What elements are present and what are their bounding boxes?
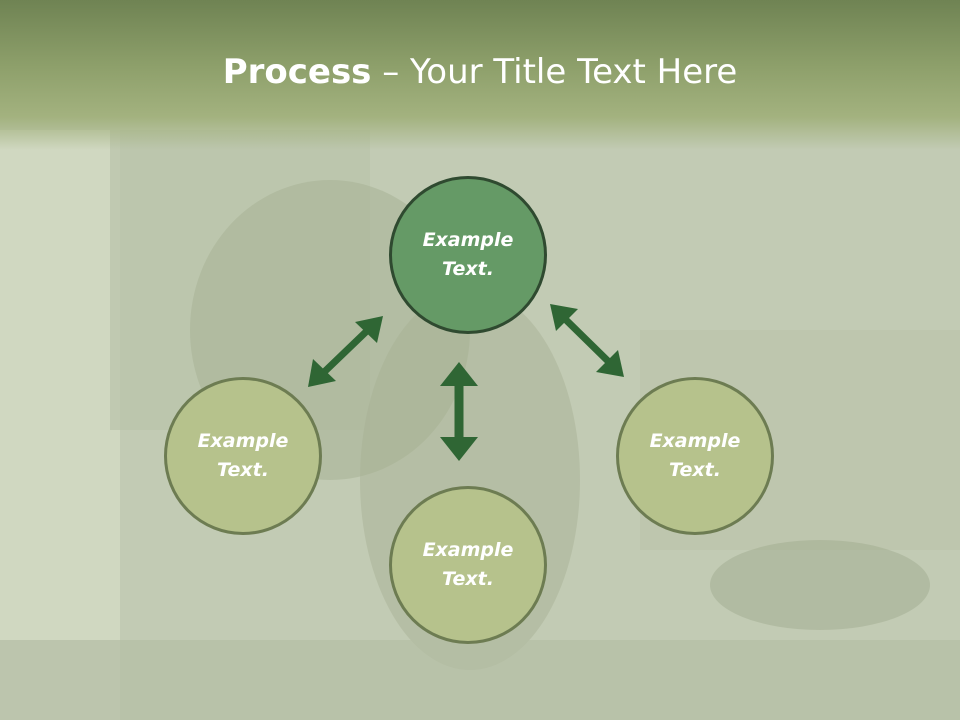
title-band — [0, 0, 960, 150]
node-bottom-line1: Example — [422, 539, 514, 561]
node-right-line2: Text. — [669, 459, 721, 481]
node-bottom-line2: Text. — [442, 568, 494, 590]
node-right: Example Text. — [616, 377, 774, 535]
node-top-line1: Example — [422, 229, 514, 251]
node-top: Example Text. — [389, 176, 547, 334]
slide-title: Process – Your Title Text Here — [0, 52, 960, 92]
node-left: Example Text. — [164, 377, 322, 535]
title-rest: – Your Title Text Here — [371, 52, 738, 92]
node-left-line2: Text. — [217, 459, 269, 481]
node-right-line1: Example — [649, 430, 741, 452]
title-bold: Process — [222, 52, 372, 92]
node-bottom: Example Text. — [389, 486, 547, 644]
node-top-line2: Text. — [442, 258, 494, 280]
node-left-line1: Example — [197, 430, 289, 452]
